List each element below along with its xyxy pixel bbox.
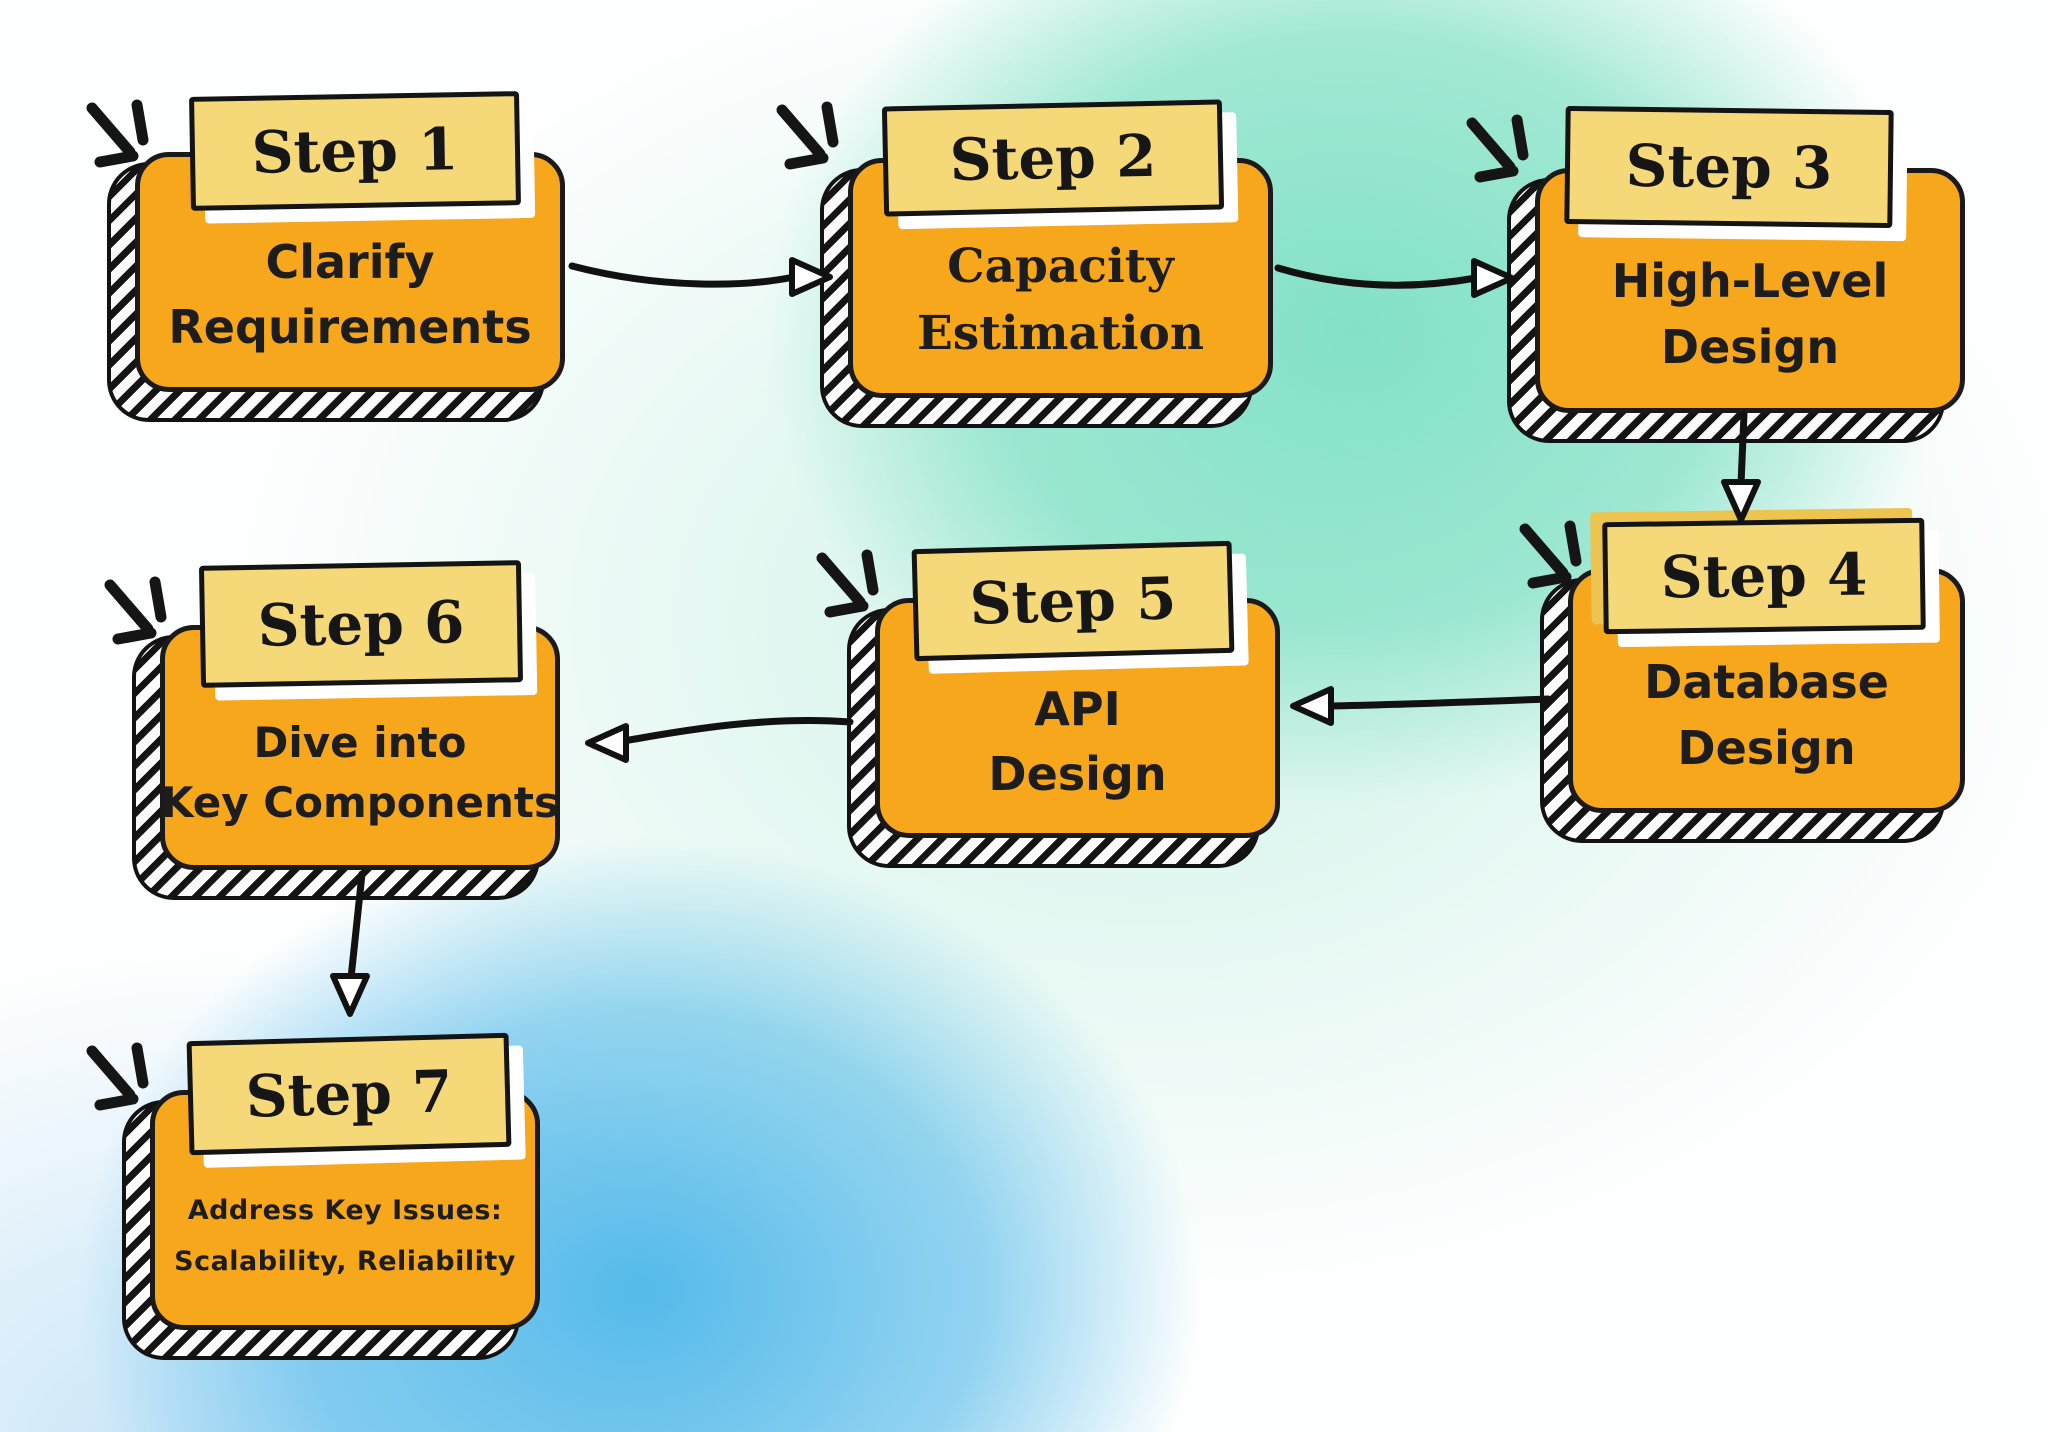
step-6-text-line: Dive into	[253, 717, 467, 767]
step-3-text-line: Design	[1660, 319, 1840, 374]
step-4-content: Database Design	[1568, 568, 1965, 813]
step-1-text-line: Requirements	[168, 300, 532, 354]
step-6-content: Dive into Key Components	[160, 625, 560, 870]
step-1-card: Clarify Requirements Step 1	[107, 91, 565, 422]
step-5-content: API Design	[875, 598, 1280, 838]
step-6-label: Step 6	[198, 560, 524, 688]
step-5-label: Step 5	[911, 540, 1235, 662]
step-7-card: Address Key Issues: Scalability, Reliabi…	[122, 1032, 540, 1360]
step-7-label-text: Step 7	[244, 1057, 454, 1131]
sparkle-burst-step-6	[104, 576, 167, 645]
arrow-step-2-to-3	[1274, 258, 1515, 298]
step-4-label-text: Step 4	[1660, 540, 1868, 612]
step-1-text-line: Clarify	[265, 234, 435, 289]
step-6-card: Dive into Key Components Step 6	[132, 560, 560, 900]
step-6-text-line: Key Components	[160, 777, 559, 827]
step-7-text-line: Scalability, Reliability	[174, 1246, 516, 1277]
step-5-text-line: Design	[988, 747, 1167, 801]
step-3-label: Step 3	[1564, 106, 1894, 228]
step-3-content: High-Level Design	[1535, 168, 1965, 413]
step-2-label: Step 2	[881, 99, 1225, 217]
step-7-text-line: Address Key Issues:	[187, 1194, 503, 1226]
step-1-label: Step 1	[189, 91, 521, 211]
step-2-text-line: Estimation	[916, 306, 1205, 361]
step-7-label: Step 7	[186, 1032, 512, 1156]
step-1-label-text: Step 1	[251, 115, 459, 187]
step-5-text-line: API	[1034, 681, 1121, 736]
sparkle-burst-step-3	[1466, 114, 1529, 183]
step-4-card: Database Design Step 4	[1540, 517, 1965, 843]
step-2-card: Capacity Estimation Step 2	[820, 99, 1273, 428]
arrow-step-4-to-5	[1290, 686, 1552, 726]
step-1-content: Clarify Requirements	[135, 152, 565, 392]
arrow-step-1-to-2	[568, 257, 833, 297]
step-3-label-text: Step 3	[1625, 131, 1833, 203]
step-5-card: API Design Step 5	[847, 540, 1280, 868]
step-4-label: Step 4	[1602, 517, 1926, 635]
sparkle-burst-step-5	[816, 549, 879, 618]
step-4-text-line: Design	[1677, 720, 1856, 775]
step-3-card: High-Level Design Step 3	[1507, 106, 1965, 443]
step-5-label-text: Step 5	[968, 564, 1178, 638]
step-2-content: Capacity Estimation	[848, 158, 1273, 398]
step-2-label-text: Step 2	[948, 121, 1158, 195]
sparkle-burst-step-2	[776, 101, 839, 170]
step-4-text-line: Database	[1644, 655, 1889, 710]
step-7-content: Address Key Issues: Scalability, Reliabi…	[150, 1090, 540, 1330]
step-2-text-line: Capacity	[947, 239, 1174, 295]
sparkle-burst-step-7	[86, 1042, 149, 1111]
step-3-text-line: High-Level	[1611, 254, 1889, 309]
arrow-step-5-to-6	[585, 716, 854, 763]
step-6-label-text: Step 6	[257, 588, 465, 660]
